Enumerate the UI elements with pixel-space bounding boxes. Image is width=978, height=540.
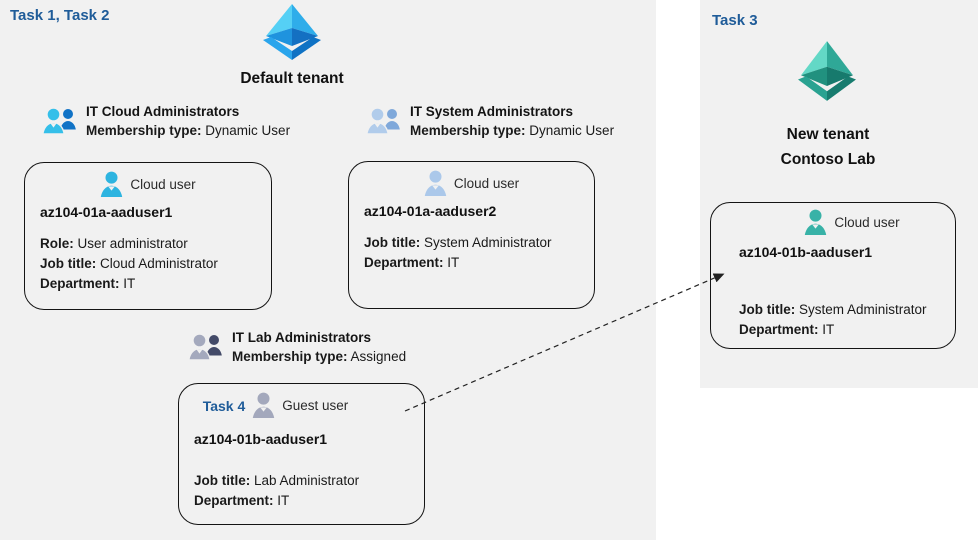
- username: az104-01a-aaduser2: [364, 203, 497, 219]
- user-fields: Job title: System Administrator Departme…: [711, 300, 955, 340]
- user-fields: Job title: System Administrator Departme…: [349, 233, 594, 273]
- field-department: Department: IT: [364, 255, 460, 270]
- field-role: Role: User administrator: [40, 236, 188, 251]
- card-user-type: Cloud user: [749, 209, 955, 236]
- cloud-user-icon: [424, 170, 447, 196]
- field-job-title: Job title: Cloud Administrator: [40, 256, 218, 271]
- user-card-az104-01b-aaduser1-new-tenant: Cloud user az104-01b-aaduser1 Job title:…: [710, 202, 956, 349]
- cloud-user-icon: [805, 209, 827, 235]
- guest-user-card-az104-01b-aaduser1: Task 4 Guest user az104-01b-aaduser1 Job…: [178, 383, 425, 525]
- cloud-user-icon: [101, 171, 123, 197]
- group-it-lab-administrators: IT Lab Administrators Membership type: A…: [188, 330, 406, 364]
- username: az104-01b-aaduser1: [194, 431, 328, 447]
- new-tenant-name-line2: Contoso Lab: [780, 151, 876, 168]
- group-name: IT Cloud Administrators: [86, 104, 240, 119]
- user-fields: Job title: Lab Administrator Department:…: [179, 471, 424, 511]
- user-fields: Role: User administrator Job title: Clou…: [25, 234, 271, 294]
- card-user-type: Cloud user: [349, 170, 594, 197]
- field-job-title: Job title: Lab Administrator: [194, 473, 360, 488]
- group-membership: Membership type: Dynamic User: [86, 123, 291, 138]
- group-icon: [366, 107, 400, 135]
- user-card-az104-01a-aaduser2: Cloud user az104-01a-aaduser2 Job title:…: [348, 161, 595, 309]
- user-card-az104-01a-aaduser1: Cloud user az104-01a-aaduser1 Role: User…: [24, 162, 272, 310]
- field-job-title: Job title: System Administrator: [364, 235, 552, 250]
- group-membership: Membership type: Assigned: [232, 349, 407, 364]
- group-it-cloud-administrators: IT Cloud Administrators Membership type:…: [42, 104, 290, 138]
- group-name: IT Lab Administrators: [232, 330, 372, 345]
- task-4-label: Task 4: [202, 397, 246, 414]
- group-icon: [188, 333, 222, 361]
- default-tenant-name: Default tenant: [240, 70, 344, 87]
- username: az104-01b-aaduser1: [739, 244, 873, 260]
- guest-user-icon: [253, 392, 275, 418]
- group-name: IT System Administrators: [410, 104, 574, 119]
- task-3-label: Task 3: [712, 12, 758, 29]
- default-tenant-panel: [0, 0, 656, 540]
- field-department: Department: IT: [194, 493, 290, 508]
- group-it-system-administrators: IT System Administrators Membership type…: [366, 104, 614, 138]
- task-1-2-label: Task 1, Task 2: [10, 7, 110, 24]
- field-department: Department: IT: [40, 276, 136, 291]
- card-user-type: Cloud user: [25, 171, 271, 198]
- username: az104-01a-aaduser1: [40, 204, 173, 220]
- group-membership: Membership type: Dynamic User: [410, 123, 615, 138]
- new-tenant-icon: [798, 41, 856, 101]
- card-user-type: Task 4 Guest user: [179, 392, 372, 419]
- default-tenant-icon: [263, 4, 321, 60]
- field-job-title: Job title: System Administrator: [739, 302, 927, 317]
- field-department: Department: IT: [739, 322, 835, 337]
- new-tenant-name-line1: New tenant: [786, 126, 870, 143]
- group-icon: [42, 107, 76, 135]
